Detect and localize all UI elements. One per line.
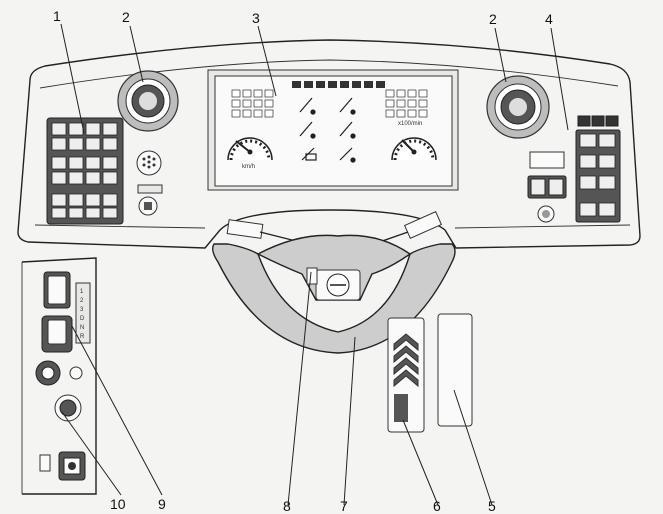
right-switch-panel <box>527 115 621 223</box>
gear-pos-d: D <box>80 316 85 322</box>
side-console: 1 2 3 D N R <box>21 257 97 495</box>
callout-2-right: 2 <box>489 11 497 27</box>
callout-4: 4 <box>545 11 553 27</box>
accelerator-pedal <box>437 313 473 427</box>
tachometer-gauge: x100/min <box>391 121 437 161</box>
speedometer-label: km/h <box>242 164 255 170</box>
callout-5: 5 <box>488 498 496 514</box>
callout-1: 1 <box>53 8 61 24</box>
callout-2-left: 2 <box>122 9 130 25</box>
gear-pos-r: R <box>80 334 85 340</box>
diagnostic-connector <box>136 150 162 176</box>
right-air-vent <box>486 75 550 139</box>
leader-lines <box>60 23 569 506</box>
gear-pos-2: 2 <box>80 298 84 304</box>
callout-8: 8 <box>283 498 291 514</box>
left-air-vent <box>117 70 179 132</box>
instrument-cluster: km/h x100/min <box>207 69 459 191</box>
ignition-key <box>137 184 163 216</box>
speedometer-gauge: km/h <box>227 137 273 170</box>
callout-7: 7 <box>340 498 348 514</box>
left-switch-panel <box>46 117 124 225</box>
brake-pedal <box>387 317 425 433</box>
tachometer-label: x100/min <box>398 121 422 127</box>
left-stalk <box>226 219 303 245</box>
callout-3: 3 <box>252 10 260 26</box>
callout-labels: 1 2 2 3 4 5 6 7 8 9 10 <box>53 8 553 514</box>
gear-pos-1: 1 <box>80 289 84 295</box>
gear-pos-3: 3 <box>80 307 84 313</box>
callout-6: 6 <box>433 498 441 514</box>
callout-9: 9 <box>158 496 166 512</box>
callout-10: 10 <box>110 496 126 512</box>
gear-selector-positions: 1 2 3 D N R <box>80 289 85 340</box>
gear-pos-n: N <box>80 325 84 331</box>
